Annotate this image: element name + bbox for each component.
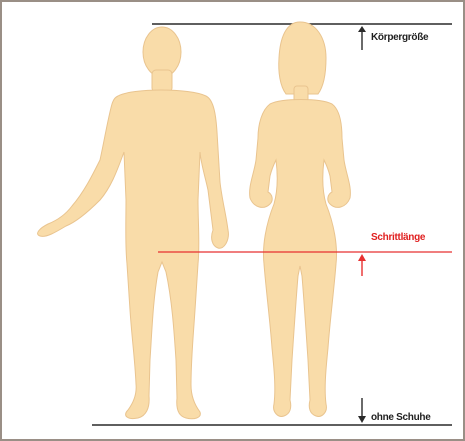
- without-shoes-label: ohne Schuhe: [371, 412, 430, 423]
- man-silhouette: [38, 27, 229, 419]
- body-height-label: Körpergröße: [371, 32, 428, 43]
- ground-arrow: [358, 398, 366, 423]
- inseam-arrow: [358, 254, 366, 276]
- body-height-arrow: [358, 26, 366, 50]
- inseam-label: Schrittlänge: [371, 232, 425, 243]
- woman-silhouette: [250, 22, 351, 416]
